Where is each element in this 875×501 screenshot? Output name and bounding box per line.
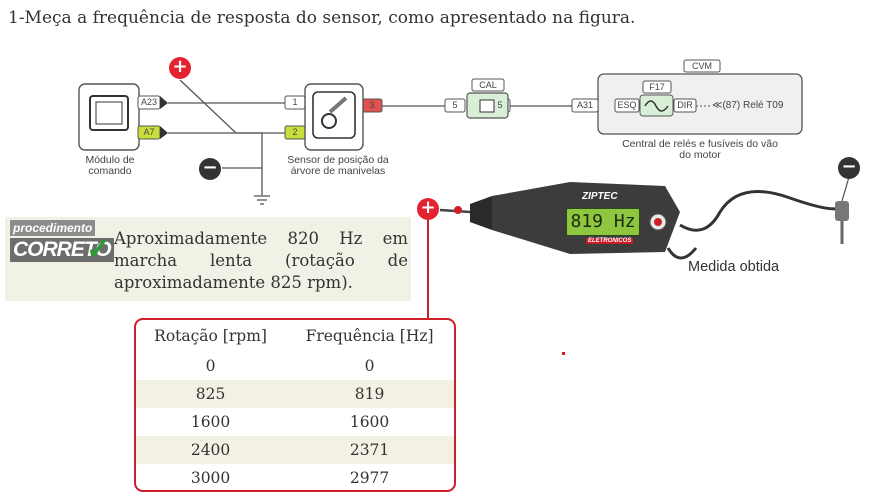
pin-label: A23 [140, 97, 157, 107]
table-row: 0 0 [136, 352, 454, 380]
table-cell: 2400 [136, 436, 286, 464]
table-cell: 0 [205, 357, 216, 375]
pin-label: 5 [497, 100, 503, 110]
positive-probe-icon [169, 57, 191, 79]
pin-label: 1 [292, 97, 298, 107]
procedure-badge-main: CORRETO [10, 238, 114, 262]
pin-label: 5 [452, 100, 458, 110]
pin-label: A7 [143, 127, 155, 137]
negative-probe-icon [199, 158, 221, 180]
multimeter-icon [439, 176, 850, 260]
positive-probe-icon [417, 198, 439, 220]
negative-probe-icon [838, 157, 860, 179]
table-row: 1600 1600 [136, 408, 454, 436]
ground-icon [254, 195, 270, 205]
minus-symbol: − [202, 157, 218, 178]
minus-symbol: − [841, 156, 857, 177]
table-row: 3000 2977 [136, 464, 454, 490]
plus-symbol: + [172, 56, 188, 77]
meter-display: 819 Hz [566, 208, 640, 236]
sensor-icon [304, 83, 364, 151]
table-cell: 3000 [190, 469, 231, 487]
plus-symbol: + [420, 197, 436, 218]
frequency-table: Rotação [rpm] Frequência [Hz] 0 0 825 81… [134, 318, 456, 492]
dir-label: DIR [677, 100, 693, 110]
table-cell: 1600 [190, 413, 231, 431]
table-header: Rotação [rpm] [154, 327, 267, 345]
page-title: 1-Meça a frequência de resposta do senso… [8, 8, 636, 28]
module-caption: Módulo de comando [85, 154, 135, 177]
pin-label: A31 [576, 100, 593, 110]
meter-brand: ZIPTEC [582, 191, 618, 202]
cal-label: CAL [479, 80, 497, 90]
fuse-label: F17 [649, 82, 665, 92]
table-header: Frequência [Hz] [305, 327, 434, 345]
table-cell: 2977 [349, 469, 390, 487]
cvm-label: CVM [692, 61, 712, 71]
table-cell: 819 [285, 380, 454, 408]
table-row: 2400 2371 [136, 436, 454, 464]
esq-label: ESQ [617, 100, 637, 110]
procedure-text: Aproximadamente 820 Hz em marcha lenta (… [114, 229, 408, 292]
table-cell: 825 [136, 380, 286, 408]
procedure-badge-top: procedimento [10, 220, 96, 236]
stray-mark [562, 352, 565, 355]
meter-sub-brand: ELETRONICOS [586, 238, 634, 244]
module-icon [78, 83, 140, 151]
pin-label: 3 [369, 100, 375, 110]
sensor-caption: Sensor de posição da árvore de manivelas [287, 154, 389, 177]
central-caption: Central de relés e fusíveis do vão do mo… [622, 138, 778, 161]
table-row: 825 819 [136, 380, 454, 408]
table-cell: 2371 [285, 436, 454, 464]
rele-label: ≪(87) Relé T09 [712, 100, 784, 111]
meter-caption: Medida obtida [688, 259, 780, 275]
table-cell: 1600 [349, 413, 390, 431]
pin-label: 2 [292, 127, 298, 137]
checkmark-icon: ✓ [86, 233, 112, 266]
table-cell: 0 [364, 357, 375, 375]
